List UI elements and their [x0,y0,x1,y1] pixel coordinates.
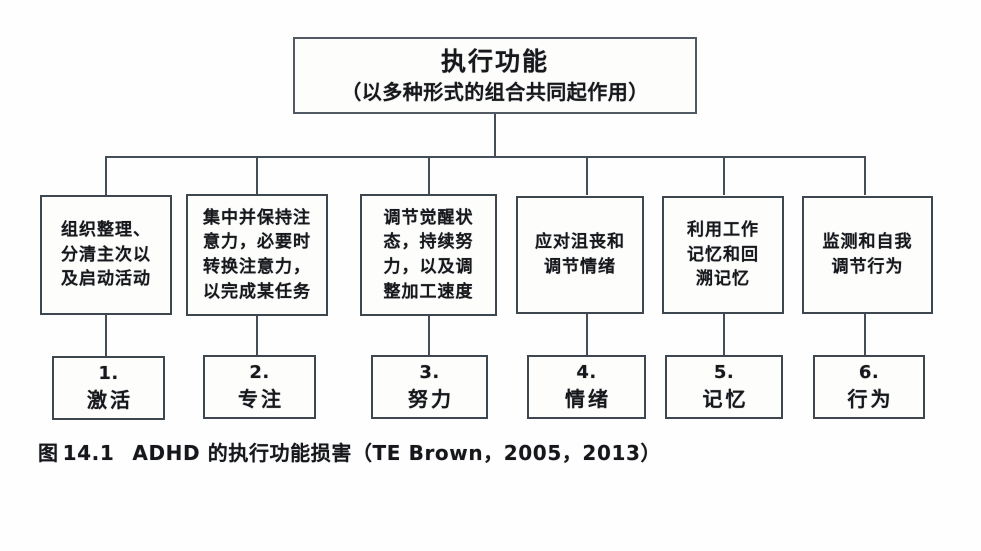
node-domain-6: 6. 行为 [813,355,925,419]
domain-number-1: 1. [98,363,119,385]
node-description-3: 调节觉醒状 态，持续努 力，以及调 整加工速度 [360,194,497,316]
node-description-6: 监测和自我 调节行为 [802,196,933,314]
description-text-6: 监测和自我 调节行为 [822,232,913,277]
caption-text: ADHD 的执行功能损害（TE Brown，2005，2013） [132,441,662,465]
node-domain-2: 2. 专注 [203,355,316,419]
connector-bus-drop-3 [428,156,430,195]
node-description-5: 利用工作 记忆和回 溯记忆 [662,196,784,314]
root-title: 执行功能 [440,46,549,76]
connector-mid-leaf-6 [864,314,866,356]
domain-number-4: 4. [576,362,597,384]
connector-horizontal-bus [105,156,866,158]
caption-figure-word: 图 [38,441,59,465]
caption-figure-number: 14.1 [62,441,115,465]
node-executive-function-root: 执行功能 （以多种形式的组合共同起作用） [293,37,697,114]
domain-number-5: 5. [713,362,735,384]
connector-bus-drop-4 [586,156,588,195]
node-description-4: 应对沮丧和 调节情绪 [516,196,644,314]
domain-label-3: 努力 [408,387,454,412]
domain-label-1: 激活 [87,388,133,413]
node-description-2: 集中并保持注 意力，必要时 转换注意力， 以完成某任务 [186,194,328,316]
domain-label-4: 情绪 [565,387,611,412]
description-text-2: 集中并保持注 意力，必要时 转换注意力， 以完成某任务 [203,207,311,302]
connector-mid-leaf-1 [105,315,107,356]
node-domain-4: 4. 情绪 [527,355,646,419]
description-text-3: 调节觉醒状 态，持续努 力，以及调 整加工速度 [383,207,474,302]
description-text-4: 应对沮丧和 调节情绪 [535,232,625,277]
connector-mid-leaf-5 [723,314,725,356]
connector-bus-drop-5 [723,156,725,195]
domain-label-2: 专注 [238,387,284,412]
node-domain-3: 3. 努力 [371,355,488,419]
node-domain-1: 1. 激活 [52,356,165,420]
root-subtitle: （以多种形式的组合共同起作用） [341,79,649,104]
domain-number-3: 3. [419,362,440,384]
domain-number-6: 6. [858,362,880,384]
description-text-5: 利用工作 记忆和回 溯记忆 [687,220,759,290]
connector-bus-drop-6 [864,156,866,195]
connector-bus-drop-2 [256,156,258,195]
node-description-1: 组织整理、 分清主次以 及启动活动 [40,195,172,315]
connector-mid-leaf-4 [586,314,588,356]
description-text-1: 组织整理、 分清主次以 及启动活动 [61,220,151,290]
connector-mid-leaf-2 [256,316,258,356]
domain-label-6: 行为 [847,387,894,412]
connector-mid-leaf-3 [428,316,430,356]
domain-number-2: 2. [249,362,270,384]
node-domain-5: 5. 记忆 [665,355,783,419]
domain-label-5: 记忆 [702,387,749,412]
connector-bus-drop-1 [105,156,107,195]
connector-root-stem [494,114,496,157]
